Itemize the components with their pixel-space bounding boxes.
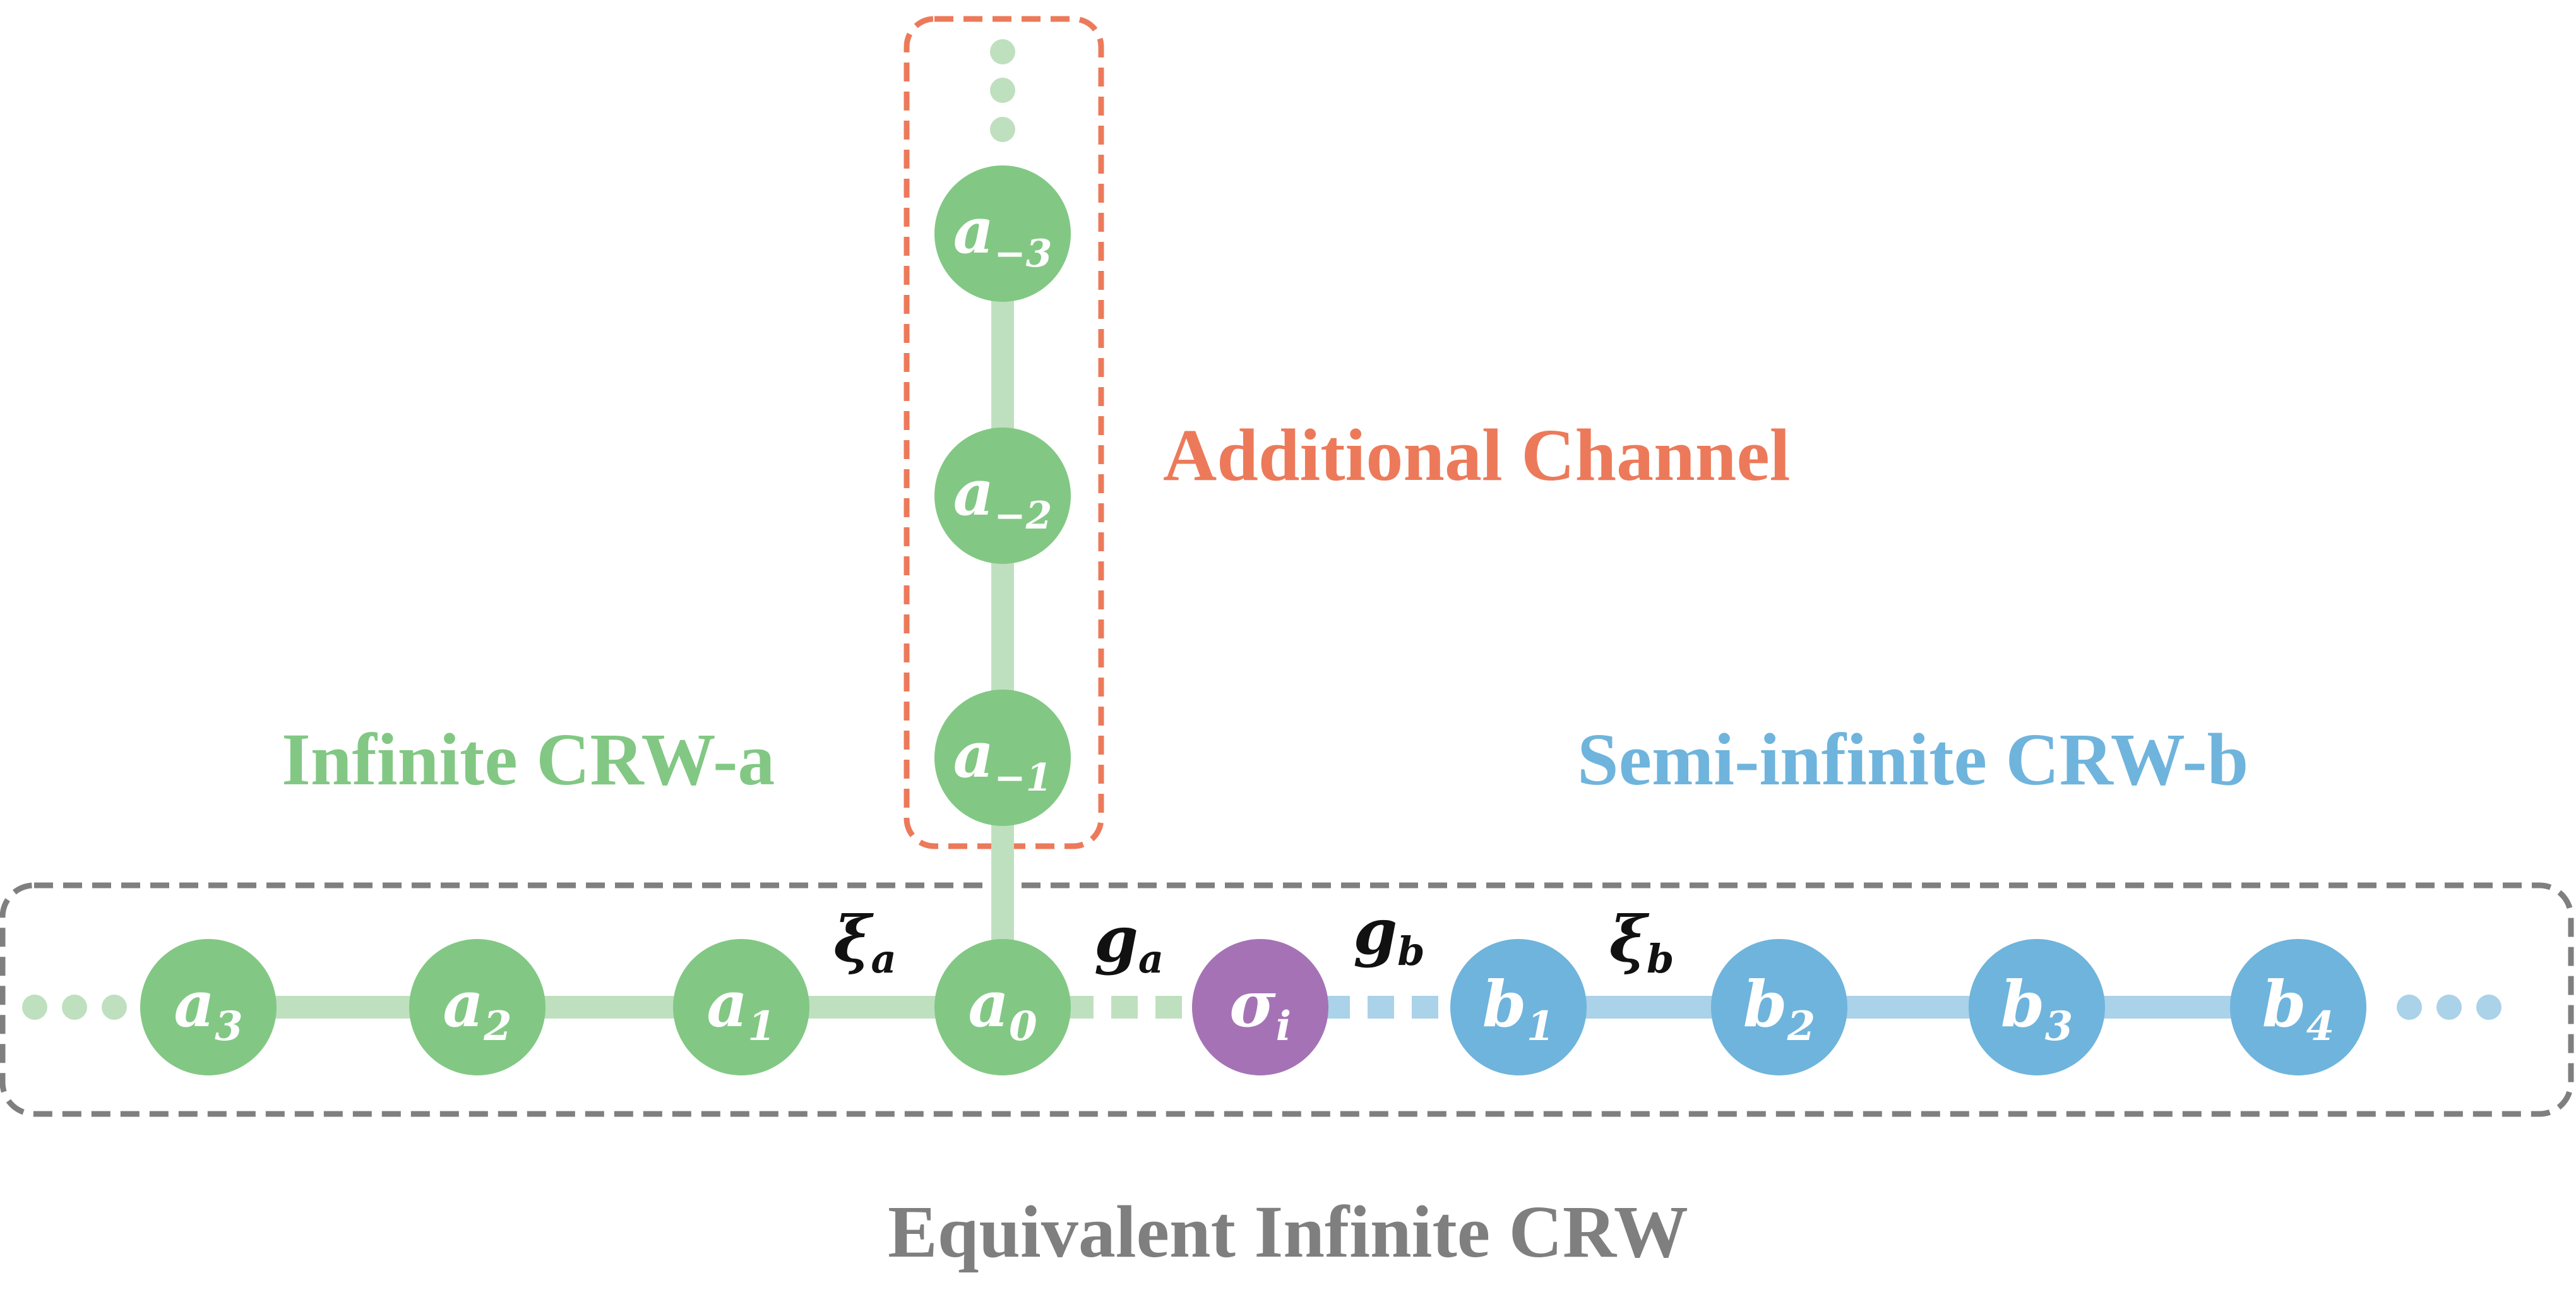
node-a2: a2: [409, 939, 546, 1075]
svg-text:a−1: a−1: [953, 717, 1052, 800]
node-b4: b4: [2230, 939, 2366, 1075]
coupling-g-b: gb: [1353, 894, 1424, 974]
svg-text:σi: σi: [1229, 967, 1291, 1050]
svg-text:b2: b2: [1743, 967, 1815, 1050]
coupling-g-a: ga: [1094, 902, 1164, 982]
node-b2: b2: [1711, 939, 1847, 1075]
node-b3: b3: [1969, 939, 2105, 1075]
label-equivalent-infinite-crw: Equivalent Infinite CRW: [888, 1190, 1688, 1273]
node-sigma-i: σi: [1192, 939, 1328, 1075]
node-a1: a1: [673, 939, 809, 1075]
coupling-xi-b: ξb: [1609, 902, 1674, 982]
top-ellipsis-dots: [990, 39, 1015, 142]
svg-text:a0: a0: [968, 967, 1037, 1050]
svg-text:a1: a1: [707, 967, 775, 1050]
svg-text:b4: b4: [2262, 967, 2334, 1050]
svg-text:b1: b1: [1482, 967, 1554, 1050]
node-a0: a0: [934, 939, 1071, 1075]
label-infinite-crw-a: Infinite CRW-a: [282, 718, 775, 801]
equivalent-crw-frame: [0, 882, 2574, 1117]
svg-text:a3: a3: [174, 967, 242, 1050]
label-additional-channel: Additional Channel: [1163, 414, 1791, 496]
left-ellipsis-dots: [22, 995, 127, 1020]
label-semi-infinite-crw-b: Semi-infinite CRW-b: [1577, 718, 2248, 801]
svg-text:b3: b3: [2001, 967, 2073, 1050]
svg-text:a−3: a−3: [953, 193, 1052, 276]
additional-channel-frame: [903, 16, 1104, 849]
right-ellipsis-dots: [2397, 995, 2501, 1020]
svg-text:a−2: a−2: [953, 455, 1052, 538]
node-a-minus-1: a−1: [934, 690, 1071, 826]
node-a-minus-2: a−2: [934, 428, 1071, 564]
coupling-xi-a: ξa: [833, 902, 896, 982]
svg-text:a2: a2: [443, 967, 511, 1050]
node-a3: a3: [140, 939, 277, 1075]
node-a-minus-3: a−3: [934, 165, 1071, 302]
node-b1: b1: [1450, 939, 1587, 1075]
